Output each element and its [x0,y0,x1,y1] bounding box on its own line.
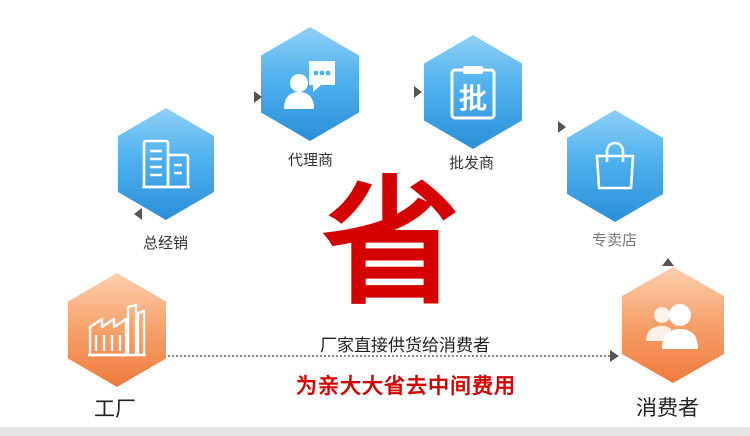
consumer-label: 消费者 [636,396,699,420]
save-headline-char: 省 [321,161,460,324]
wholesale-clipboard-icon: 批 [448,64,498,120]
agent-label: 代理商 [288,151,334,169]
direct-path-arrowhead [610,350,619,362]
store-label: 专卖店 [592,231,638,249]
arrow-store-to-consumer [558,121,566,133]
shopping-bag-icon [591,140,639,192]
agent-node [261,27,359,141]
wholesale-glyph: 批 [459,82,487,115]
arrow-wholesale-to-store [414,86,422,98]
building-icon [140,137,192,191]
factory-node [68,273,166,387]
direct-supply-subtitle: 厂家直接供货给消费者 [320,336,490,356]
consumer-node [622,267,724,383]
arrow-agent-to-wholesale [254,91,262,103]
direct-path-line [168,355,610,357]
arrow-up-to-consumer [662,258,674,266]
users-icon [642,299,704,351]
distributor-label: 总经销 [143,234,189,252]
agent-chat-icon [281,57,339,111]
wholesale-node: 批 [424,35,522,149]
factory-icon [86,301,148,359]
arrow-distributor-to-agent [134,208,142,220]
savings-slogan: 为亲大大省去中间费用 [296,374,516,398]
distributor-node [118,108,214,220]
wholesale-label: 批发商 [449,154,495,172]
bottom-divider [0,427,750,436]
factory-label: 工厂 [94,397,136,421]
store-node [567,110,663,222]
